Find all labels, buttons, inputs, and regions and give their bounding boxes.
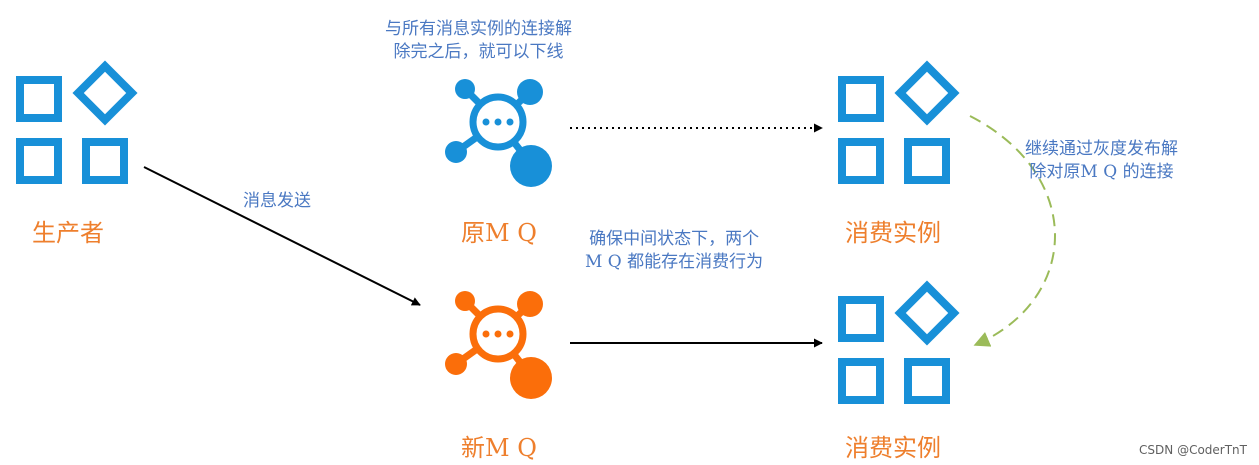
offline-note: 与所有消息实例的连接解 除完之后，就可以下线 [385, 18, 572, 64]
consumer-top-apps-grid-icon [838, 60, 960, 184]
offline-note-line-1: 与所有消息实例的连接解 [385, 19, 572, 39]
old-mq-label: 原M Q [461, 219, 537, 247]
gray-release-note-line-2: 除对原M Q 的连接 [1029, 162, 1174, 182]
gray-release-note-line-1: 继续通过灰度发布解 [1025, 139, 1178, 159]
old-mq-hub-icon [445, 79, 552, 187]
consumer-top-label: 消费实例 [845, 219, 941, 247]
arrow-consumer-reconnect-dashed [969, 115, 1056, 347]
producer-apps-grid-icon [16, 60, 138, 184]
both-consume-note-line-2: M Q 都能存在消费行为 [585, 252, 764, 272]
producer-label: 生产者 [32, 219, 104, 247]
consumer-bottom-label: 消费实例 [845, 434, 941, 462]
offline-note-line-2: 除完之后，就可以下线 [393, 42, 564, 62]
both-consume-note: 确保中间状态下，两个 M Q 都能存在消费行为 [585, 228, 763, 274]
arrow-producer-to-new-mq [143, 166, 421, 306]
both-consume-note-line-1: 确保中间状态下，两个 [589, 229, 760, 249]
new-mq-hub-icon [445, 291, 552, 399]
csdn-watermark: CSDN @CoderTnT [1139, 443, 1247, 457]
consumer-bottom-apps-grid-icon [838, 280, 960, 404]
new-mq-label: 新M Q [461, 434, 537, 462]
gray-release-note: 继续通过灰度发布解 除对原M Q 的连接 [1025, 138, 1178, 184]
send-label: 消息发送 [243, 191, 311, 211]
